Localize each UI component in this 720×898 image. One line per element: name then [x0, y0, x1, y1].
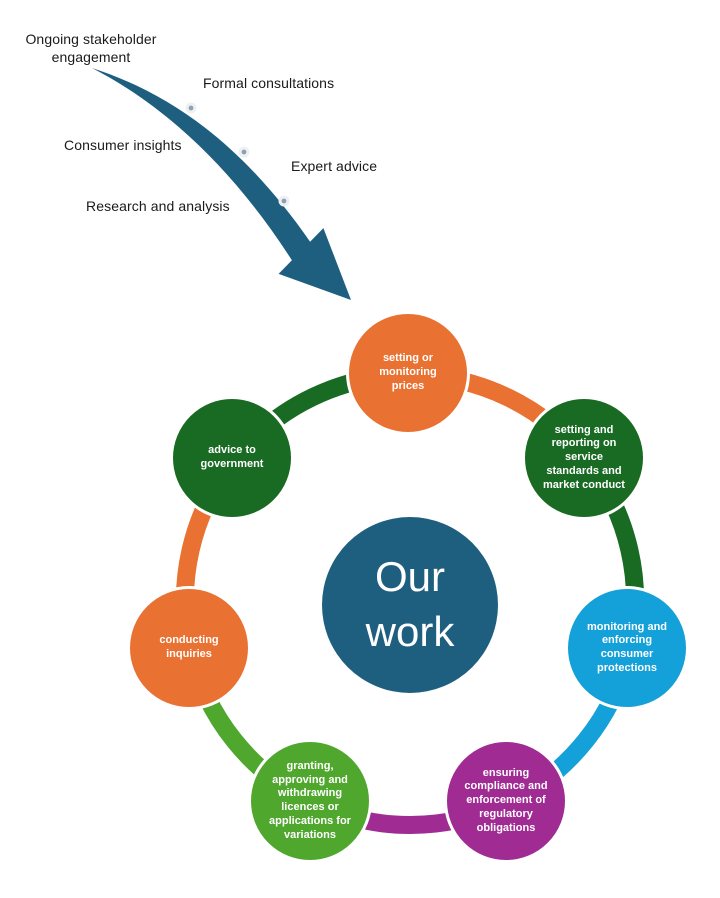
cycle-node-label: conducting inquiries — [159, 634, 219, 660]
cycle-node-label: setting and reporting on service standar… — [543, 423, 625, 491]
arrow-dot-center — [241, 149, 247, 155]
arrow-dot-center — [188, 105, 194, 111]
cycle-node-setting-or-monitoring-prices: setting or monitoring prices — [346, 311, 470, 435]
cycle-node-licences-variations: granting, approving and withdrawing lice… — [248, 739, 372, 863]
arrow-dot-center — [281, 198, 287, 204]
arrow-label-ongoing-stakeholder-engagement: Ongoing stakeholder engagement — [25, 31, 157, 65]
cycle-node-consumer-protections: monitoring and enforcing consumer protec… — [565, 586, 689, 710]
center-circle-our-work: Our work — [322, 517, 498, 693]
center-circle-label: Our work — [365, 553, 455, 655]
cycle-node-service-standards-market-conduct: setting and reporting on service standar… — [522, 396, 646, 520]
curved-arrow — [92, 68, 351, 300]
cycle-node-label: granting, approving and withdrawing lice… — [269, 759, 351, 841]
arrow-label-formal-consultations: Formal consultations — [203, 75, 335, 91]
cycle-node-label: advice to government — [200, 444, 264, 470]
cycle-node-advice-to-government: advice to government — [170, 396, 294, 520]
cycle-node-label: monitoring and enforcing consumer protec… — [586, 620, 668, 674]
cycle-node-label: ensuring compliance and enforcement of r… — [464, 766, 548, 834]
cycle-node-regulatory-obligations: ensuring compliance and enforcement of r… — [444, 739, 568, 863]
arrow-dots — [185, 102, 290, 207]
cycle-node-conducting-inquiries: conducting inquiries — [127, 586, 251, 710]
cycle-node-label: setting or monitoring prices — [379, 352, 437, 392]
arrow-label-expert-advice: Expert advice — [291, 158, 378, 174]
arrow-label-research-and-analysis: Research and analysis — [86, 198, 230, 214]
arrow-label-consumer-insights: Consumer insights — [64, 137, 182, 153]
